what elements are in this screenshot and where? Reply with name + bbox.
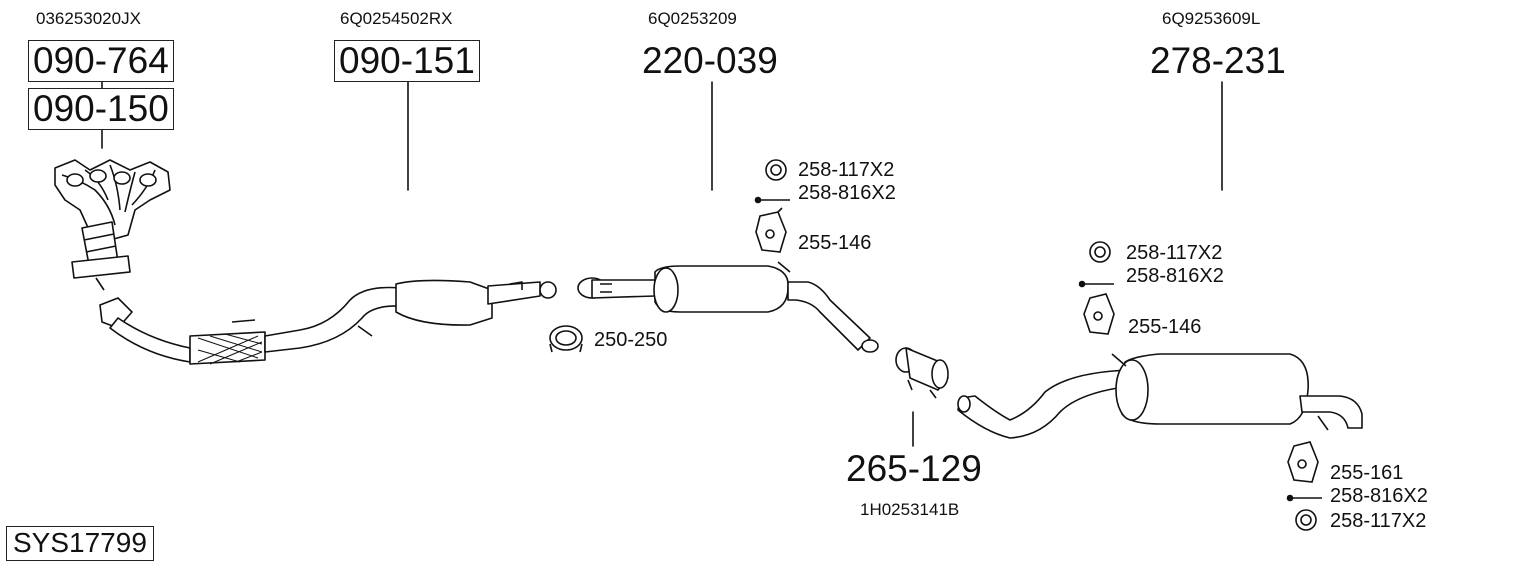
accessory-front-ring[interactable]: 258-117X2 <box>798 159 895 181</box>
accessory-front-bolt[interactable]: 258-816X2 <box>798 182 896 204</box>
oe-number-090-764: 036253020JX <box>36 9 141 28</box>
oe-number-265-129: 1H0253141B <box>860 500 960 519</box>
oe-number-090-151: 6Q0254502RX <box>340 9 453 28</box>
front-pipe-drawing <box>99 279 557 365</box>
accessory-mid-ring[interactable]: 258-117X2 <box>1126 242 1223 264</box>
rear-silencer-drawing <box>957 353 1363 439</box>
accessory-rear-bolt[interactable]: 258-816X2 <box>1330 485 1428 507</box>
system-code: SYS17799 <box>6 526 154 561</box>
clamp-drawing <box>549 325 583 353</box>
accessory-mid-hanger[interactable]: 255-146 <box>1128 316 1202 338</box>
accessory-rear-hanger[interactable]: 255-161 <box>1330 462 1404 484</box>
part-number-220-039[interactable]: 220-039 <box>642 40 778 81</box>
middle-silencer-drawing <box>577 261 879 353</box>
part-number-265-129[interactable]: 265-129 <box>846 448 982 489</box>
part-number-278-231[interactable]: 278-231 <box>1150 40 1286 81</box>
accessory-front-hanger[interactable]: 255-146 <box>798 232 872 254</box>
accessory-icons-front <box>754 159 790 253</box>
oe-number-220-039: 6Q0253209 <box>648 9 737 28</box>
accessory-icons-mid <box>1078 241 1115 335</box>
connector-drawing <box>895 347 949 399</box>
part-number-090-150[interactable]: 090-150 <box>28 88 174 130</box>
accessory-rear-ring[interactable]: 258-117X2 <box>1330 510 1427 532</box>
accessory-clamp[interactable]: 250-250 <box>594 329 668 351</box>
accessory-mid-bolt[interactable]: 258-816X2 <box>1126 265 1224 287</box>
part-number-090-151[interactable]: 090-151 <box>334 40 480 82</box>
oe-number-278-231: 6Q9253609L <box>1162 9 1261 28</box>
part-number-090-764[interactable]: 090-764 <box>28 40 174 82</box>
accessory-icons-rear <box>1286 441 1322 531</box>
manifold-drawing <box>54 159 171 291</box>
